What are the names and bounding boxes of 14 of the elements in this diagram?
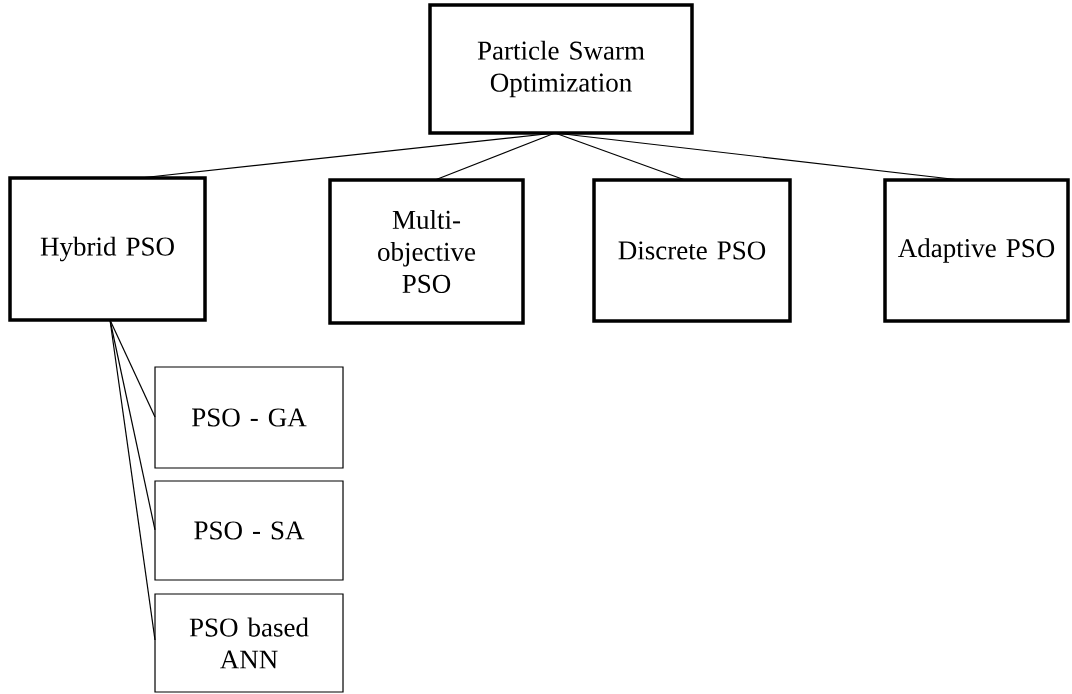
connector-line [109,319,156,418]
subcategory-box: PSO - GA [154,366,344,469]
category-box: Hybrid PSO [8,176,207,322]
connector-line [139,132,556,179]
connector-line [554,132,961,181]
subcategory-box: PSO based ANN [154,593,344,693]
subcategory-box: PSO - SA [154,480,344,581]
connector-line [109,319,156,641]
category-box: Multi-objective PSO [328,178,525,325]
connector-line [554,132,686,181]
category-box: Discrete PSO [592,178,792,323]
connector-line [434,132,556,181]
category-box: Particle Swarm Optimization [428,3,694,135]
category-box: Adaptive PSO [883,178,1070,323]
